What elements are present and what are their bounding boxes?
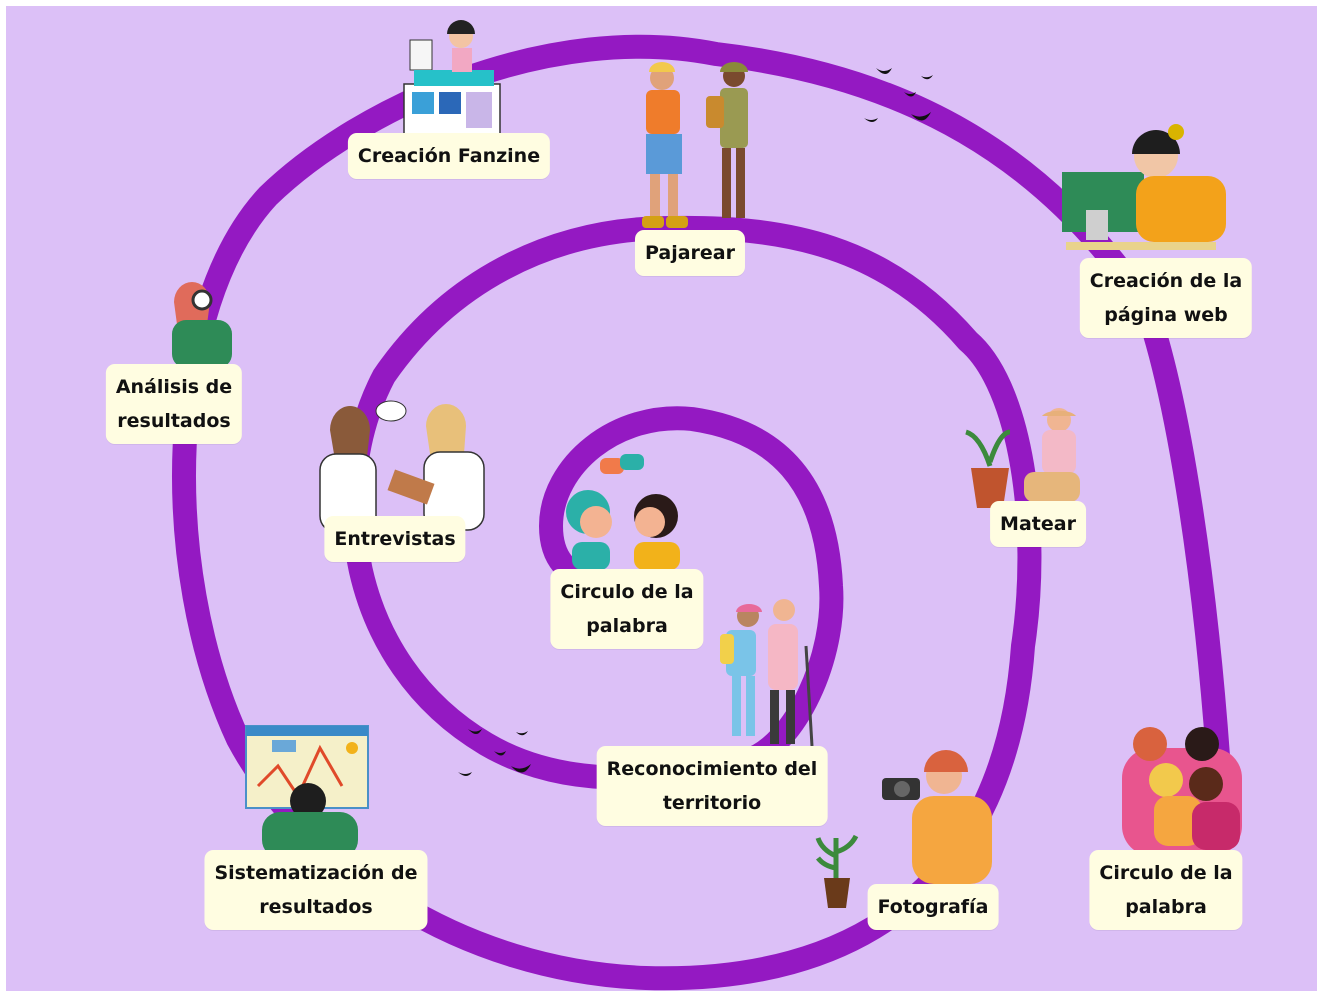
gardening-woman-icon	[965, 408, 1080, 508]
label-circulo-palabra-exterior: Circulo de la palabra	[1089, 850, 1243, 930]
label-reconocimiento-territorio: Reconocimiento del territorio	[596, 746, 828, 826]
flying-birds-icon	[458, 729, 531, 776]
diagram-canvas: Creación Fanzine Pajarear Creación de la…	[6, 6, 1317, 991]
flying-birds-icon	[864, 68, 933, 122]
photographer-icon	[882, 750, 992, 884]
label-creacion-fanzine: Creación Fanzine	[347, 133, 551, 179]
spiral-diagram	[6, 6, 1317, 991]
label-entrevistas: Entrevistas	[324, 516, 466, 562]
label-creacion-pagina-web: Creación de la página web	[1079, 258, 1253, 338]
fanzine-maker-icon	[403, 20, 501, 141]
laptop-woman-icon	[1062, 124, 1226, 250]
label-circulo-palabra-centro: Circulo de la palabra	[550, 569, 704, 649]
label-analisis-resultados: Análisis de resultados	[105, 364, 243, 444]
label-matear: Matear	[990, 501, 1086, 547]
dashboard-woman-icon	[245, 725, 369, 858]
label-pajarear: Pajarear	[634, 230, 746, 276]
binoculars-people-icon	[642, 62, 748, 228]
talking-women-icon	[566, 454, 680, 570]
potted-plant-icon	[815, 834, 859, 908]
interview-women-icon	[319, 400, 485, 533]
hiking-women-icon	[720, 599, 814, 747]
magnifier-woman-icon	[172, 282, 232, 368]
women-group-icon	[1122, 727, 1242, 856]
label-sistematizacion-resultados: Sistematización de resultados	[204, 850, 428, 930]
label-fotografia: Fotografía	[867, 884, 999, 930]
